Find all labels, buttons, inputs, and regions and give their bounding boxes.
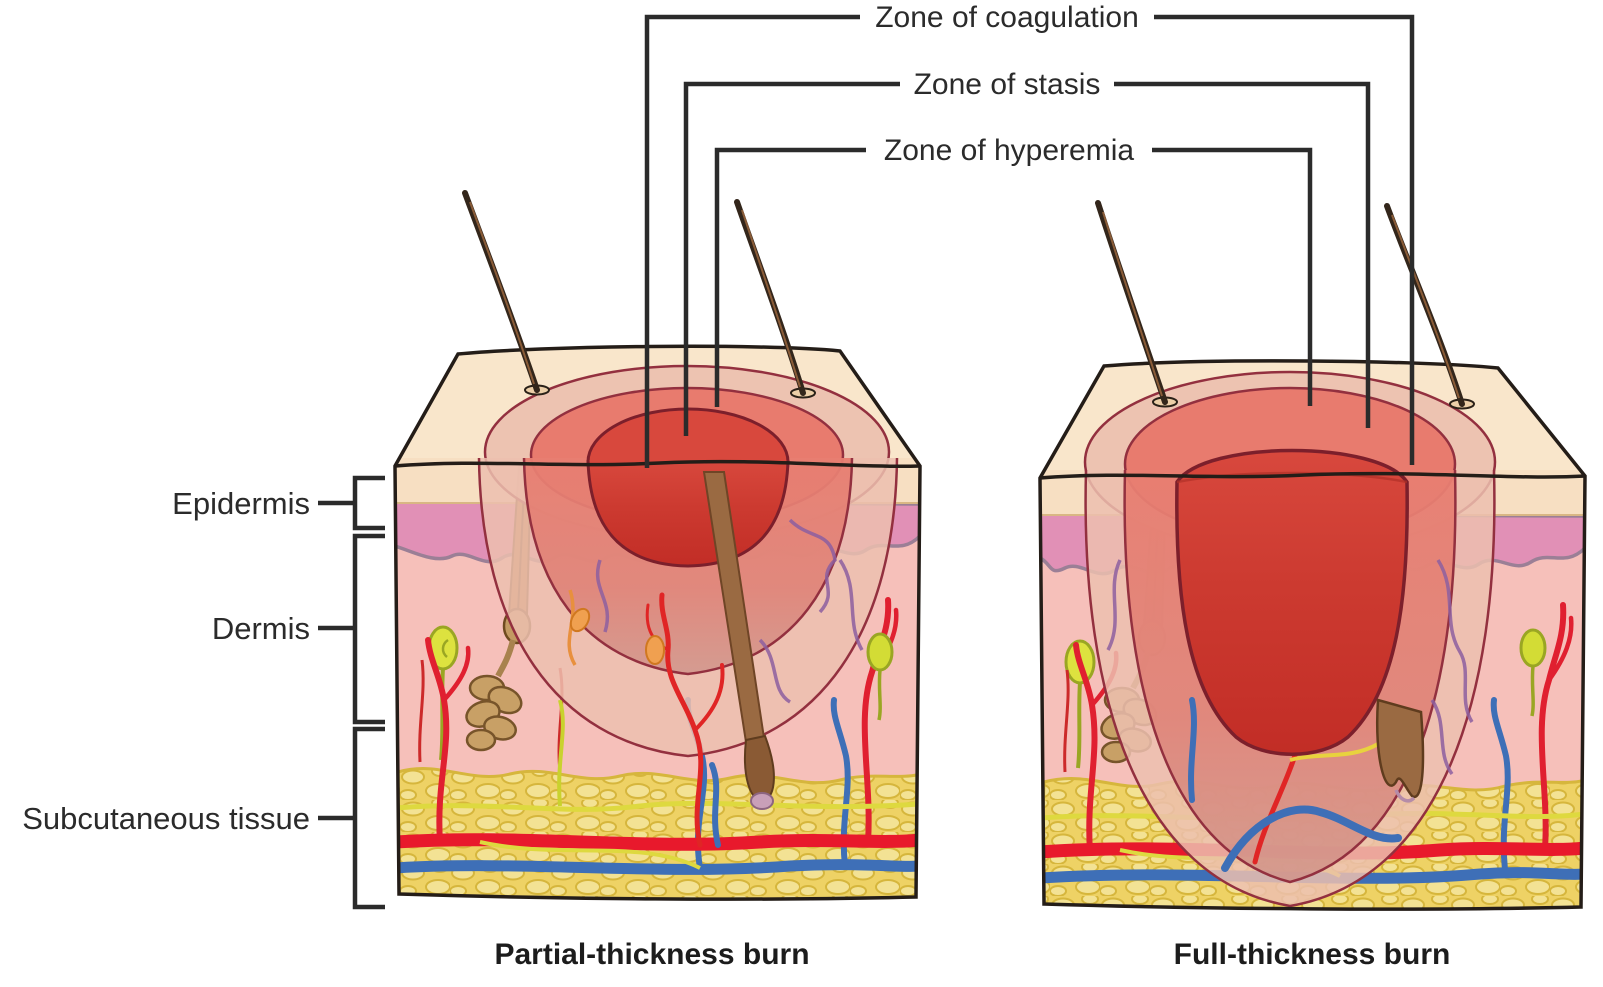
dermal-capillary [1063, 669, 1070, 773]
artery-branch [1538, 602, 1567, 851]
pacinian-corpuscle [427, 625, 459, 761]
burned-hair-follicle [702, 471, 775, 810]
layer-label-epidermis-group: Epidermis [172, 475, 385, 531]
nerve [395, 800, 920, 812]
full-thickness-diagram [1038, 200, 1587, 911]
leader-line-stasis-left [683, 81, 900, 436]
epidermis-bracket [352, 475, 385, 531]
pacinian-corpuscle [866, 632, 894, 721]
zone-label-hyperemia: Zone of hyperemia [884, 134, 1134, 167]
caption-partial-thickness: Partial-thickness burn [494, 938, 809, 971]
hair [462, 190, 550, 396]
layer-label-dermis: Dermis [212, 611, 310, 646]
layer-label-subcutaneous: Subcutaneous tissue [22, 801, 310, 836]
purple-vessels [595, 518, 864, 704]
vein [1040, 867, 1585, 884]
artery-branch [861, 597, 892, 845]
layer-label-subcutaneous-group: Subcutaneous tissue [22, 726, 385, 910]
pacinian-corpuscle [1519, 628, 1547, 717]
leader-line-hyperemia-left [714, 147, 866, 407]
full-block-body [1040, 360, 1585, 910]
leader-line-hyperemia-right [1152, 147, 1313, 406]
zone-label-stasis: Zone of stasis [914, 68, 1101, 101]
sweat-gland [465, 639, 523, 752]
block-outline [393, 344, 922, 901]
hair [734, 199, 816, 399]
layer-label-dermis-group: Dermis [212, 533, 385, 725]
caption-full-thickness: Full-thickness burn [1174, 938, 1451, 971]
hair [1095, 200, 1178, 408]
artery [395, 833, 920, 851]
vein-branch [1490, 697, 1511, 873]
block-outline [1038, 359, 1587, 911]
vein-branch [830, 697, 851, 869]
partial-block-body [395, 346, 920, 900]
artery-twig [1546, 615, 1574, 683]
zone-label-stasis-group: Zone of stasis [683, 68, 1371, 436]
artery-branch [425, 637, 450, 845]
nerve-branch [557, 699, 565, 807]
dermis-bracket [352, 533, 385, 725]
artery-twig [441, 645, 471, 703]
nerve [479, 840, 701, 870]
zone-label-coagulation-group: Zone of coagulation [644, 1, 1415, 468]
zone-label-coagulation: Zone of coagulation [875, 1, 1139, 34]
partial-thickness-diagram [393, 190, 922, 901]
leader-line-stasis-right [1114, 81, 1371, 428]
purple-vessels [1106, 559, 1474, 776]
surface-edge [394, 459, 921, 469]
leader-line-coagulation-right [1154, 14, 1415, 465]
zone-label-hyperemia-group: Zone of hyperemia [714, 134, 1313, 407]
dermal-capillary [418, 659, 425, 763]
leader-line-coagulation-left [644, 14, 860, 468]
burn-zone-vessels [567, 589, 725, 848]
artery-branch [1073, 642, 1098, 855]
subcutaneous-bracket [352, 726, 385, 910]
burned-follicle-remnant [1376, 698, 1425, 803]
hair [1384, 203, 1475, 410]
surface-edge [1039, 471, 1586, 480]
layer-label-epidermis: Epidermis [172, 486, 310, 521]
vein [395, 859, 920, 875]
zone-coagulation-shape [1175, 448, 1409, 756]
